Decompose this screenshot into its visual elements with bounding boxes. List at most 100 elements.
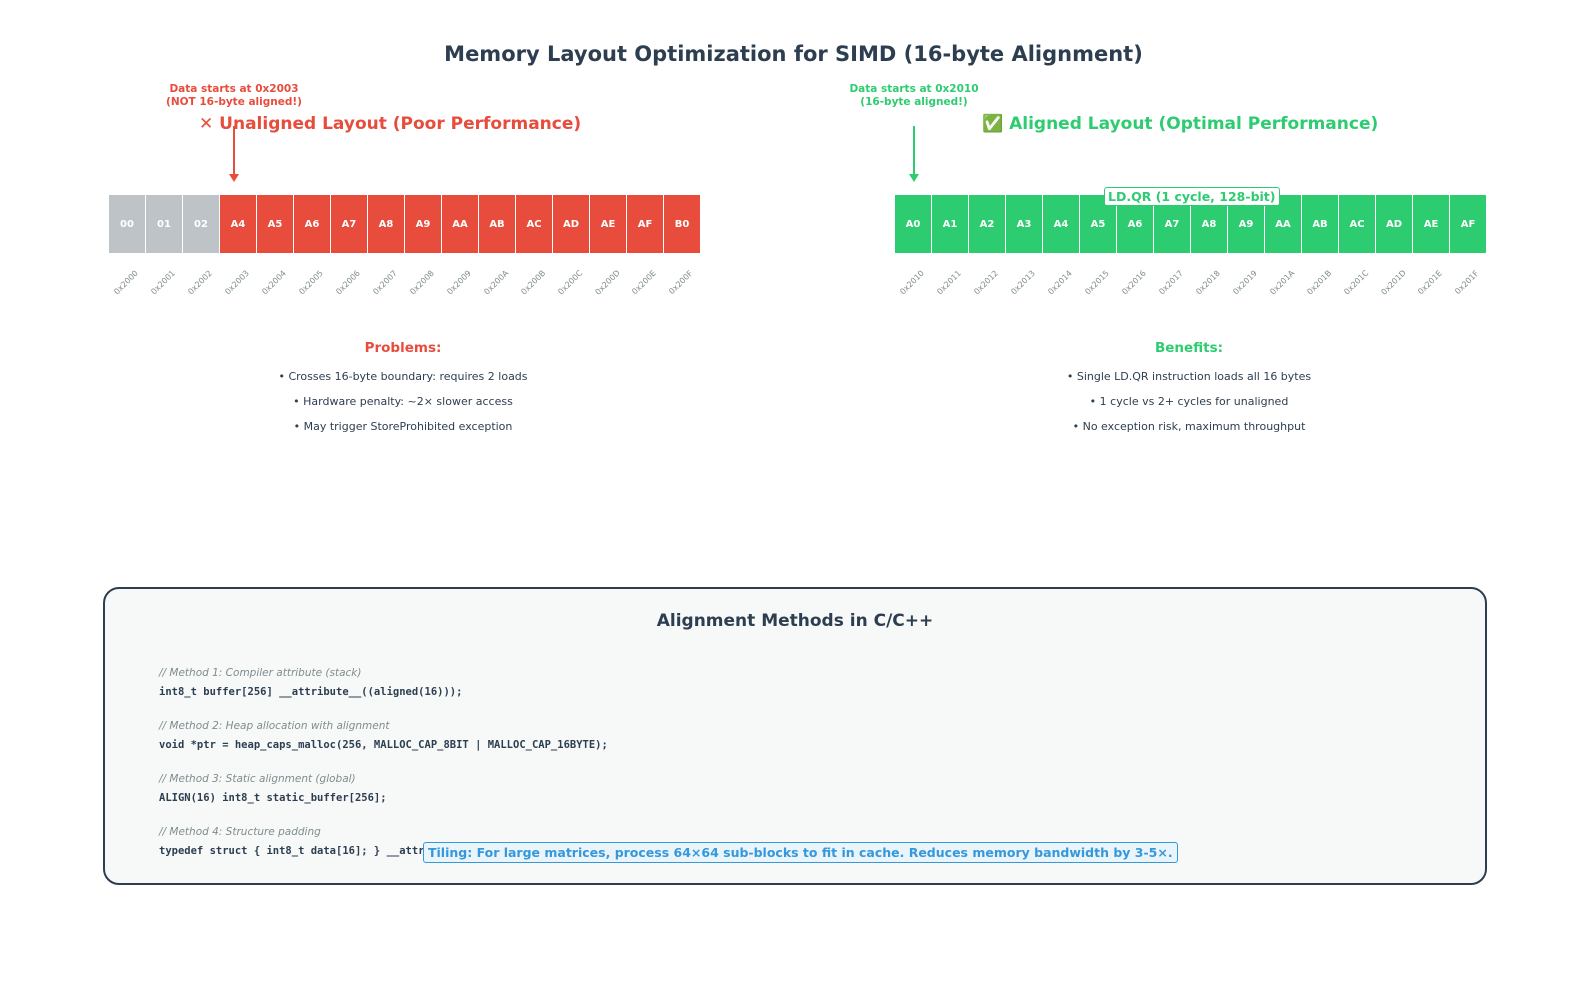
method-comment: // Method 3: Static alignment (global) xyxy=(159,773,356,785)
address-label: 0x200A xyxy=(482,268,511,297)
address-label: 0x2014 xyxy=(1046,268,1074,297)
address-label: 0x201A xyxy=(1268,268,1297,297)
memory-byte-cell: 02 xyxy=(183,195,219,253)
address-tick: 0x200D xyxy=(590,268,627,308)
address-tick: 0x2004 xyxy=(257,268,294,308)
address-label: 0x2019 xyxy=(1231,268,1259,297)
address-label: 0x200C xyxy=(556,268,585,297)
address-tick: 0x2008 xyxy=(405,268,442,308)
address-tick: 0x2007 xyxy=(368,268,405,308)
unaligned-start-note: Data starts at 0x2003 (NOT 16-byte align… xyxy=(134,83,334,109)
address-label: 0x2006 xyxy=(334,268,362,297)
problems-list: • Crosses 16-byte boundary: requires 2 l… xyxy=(203,370,603,445)
address-tick: 0x201A xyxy=(1265,268,1302,308)
address-label: 0x201F xyxy=(1453,268,1481,297)
aligned-start-arrow xyxy=(909,126,919,182)
memory-byte-cell: AD xyxy=(1376,195,1412,253)
method-comment: // Method 2: Heap allocation with alignm… xyxy=(159,720,390,732)
address-label: 0x200F xyxy=(667,268,695,297)
memory-byte-cell: AE xyxy=(590,195,626,253)
address-label: 0x201D xyxy=(1379,268,1408,297)
address-label: 0x2009 xyxy=(445,268,473,297)
unaligned-note-line2: (NOT 16-byte aligned!) xyxy=(166,96,302,108)
address-label: 0x2004 xyxy=(260,268,288,297)
address-tick: 0x200C xyxy=(553,268,590,308)
address-tick: 0x201C xyxy=(1339,268,1376,308)
address-tick: 0x2018 xyxy=(1191,268,1228,308)
problem-item: • Hardware penalty: ~2× slower access xyxy=(293,395,513,408)
method-code: int8_t buffer[256] __attribute__((aligne… xyxy=(159,686,463,698)
address-label: 0x2007 xyxy=(371,268,399,297)
address-tick: 0x201F xyxy=(1450,268,1487,308)
address-label: 0x2017 xyxy=(1157,268,1185,297)
address-label: 0x2015 xyxy=(1083,268,1111,297)
address-label: 0x2001 xyxy=(149,268,177,297)
address-tick: 0x201B xyxy=(1302,268,1339,308)
address-tick: 0x2012 xyxy=(969,268,1006,308)
memory-byte-cell: A2 xyxy=(969,195,1005,253)
methods-title: Alignment Methods in C/C++ xyxy=(656,611,934,631)
address-tick: 0x2000 xyxy=(109,268,146,308)
address-tick: 0x2006 xyxy=(331,268,368,308)
address-label: 0x200D xyxy=(593,268,622,297)
aligned-note-line1: Data starts at 0x2010 xyxy=(849,83,979,95)
address-label: 0x200E xyxy=(630,268,658,297)
aligned-note-line2: (16-byte aligned!) xyxy=(860,96,968,108)
memory-byte-cell: AC xyxy=(516,195,552,253)
method-comment: // Method 1: Compiler attribute (stack) xyxy=(159,667,362,679)
address-label: 0x2005 xyxy=(297,268,325,297)
address-tick: 0x2003 xyxy=(220,268,257,308)
address-tick: 0x2019 xyxy=(1228,268,1265,308)
unaligned-note-line1: Data starts at 0x2003 xyxy=(169,83,299,95)
memory-byte-cell: AF xyxy=(1450,195,1486,253)
memory-byte-cell: A3 xyxy=(1006,195,1042,253)
address-tick: 0x200A xyxy=(479,268,516,308)
address-label: 0x201C xyxy=(1342,268,1371,297)
address-tick: 0x200B xyxy=(516,268,553,308)
address-label: 0x201B xyxy=(1305,268,1334,297)
memory-byte-cell: A1 xyxy=(932,195,968,253)
address-tick: 0x2015 xyxy=(1080,268,1117,308)
address-label: 0x2010 xyxy=(898,268,926,297)
address-label: 0x2016 xyxy=(1120,268,1148,297)
method-comment: // Method 4: Structure padding xyxy=(159,826,321,838)
memory-byte-cell: AB xyxy=(479,195,515,253)
unaligned-heading: ✕ Unaligned Layout (Poor Performance) xyxy=(199,114,582,134)
memory-byte-cell: A0 xyxy=(895,195,931,253)
benefits-title: Benefits: xyxy=(1154,340,1224,356)
problem-item: • Crosses 16-byte boundary: requires 2 l… xyxy=(278,370,528,383)
benefit-item: • Single LD.QR instruction loads all 16 … xyxy=(1066,370,1312,383)
unaligned-start-arrow xyxy=(229,126,239,182)
problem-item: • May trigger StoreProhibited exception xyxy=(293,420,513,433)
address-label: 0x201E xyxy=(1416,268,1444,297)
benefits-list: • Single LD.QR instruction loads all 16 … xyxy=(989,370,1389,445)
benefit-item: • 1 cycle vs 2+ cycles for unaligned xyxy=(1089,395,1289,408)
address-tick: 0x2016 xyxy=(1117,268,1154,308)
address-tick: 0x200F xyxy=(664,268,701,308)
memory-byte-cell: 01 xyxy=(146,195,182,253)
address-label: 0x2008 xyxy=(408,268,436,297)
aligned-heading: ✅ Aligned Layout (Optimal Performance) xyxy=(982,114,1379,134)
memory-byte-cell: A7 xyxy=(331,195,367,253)
memory-byte-cell: 00 xyxy=(109,195,145,253)
address-tick: 0x201E xyxy=(1413,268,1450,308)
address-label: 0x2012 xyxy=(972,268,1000,297)
problems-title: Problems: xyxy=(364,340,442,356)
memory-byte-cell: AB xyxy=(1302,195,1338,253)
address-tick: 0x200E xyxy=(627,268,664,308)
memory-byte-cell: B0 xyxy=(664,195,700,253)
address-tick: 0x2009 xyxy=(442,268,479,308)
memory-byte-cell: A4 xyxy=(220,195,256,253)
page-title: Memory Layout Optimization for SIMD (16-… xyxy=(444,42,1143,66)
memory-byte-cell: AD xyxy=(553,195,589,253)
address-tick: 0x2001 xyxy=(146,268,183,308)
address-label: 0x2011 xyxy=(935,268,963,297)
address-label: 0x2002 xyxy=(186,268,214,297)
address-tick: 0x2011 xyxy=(932,268,969,308)
address-tick: 0x201D xyxy=(1376,268,1413,308)
address-label: 0x2000 xyxy=(112,268,140,297)
memory-byte-cell: A4 xyxy=(1043,195,1079,253)
ldqr-load-label: LD.QR (1 cycle, 128-bit) xyxy=(1104,187,1280,206)
